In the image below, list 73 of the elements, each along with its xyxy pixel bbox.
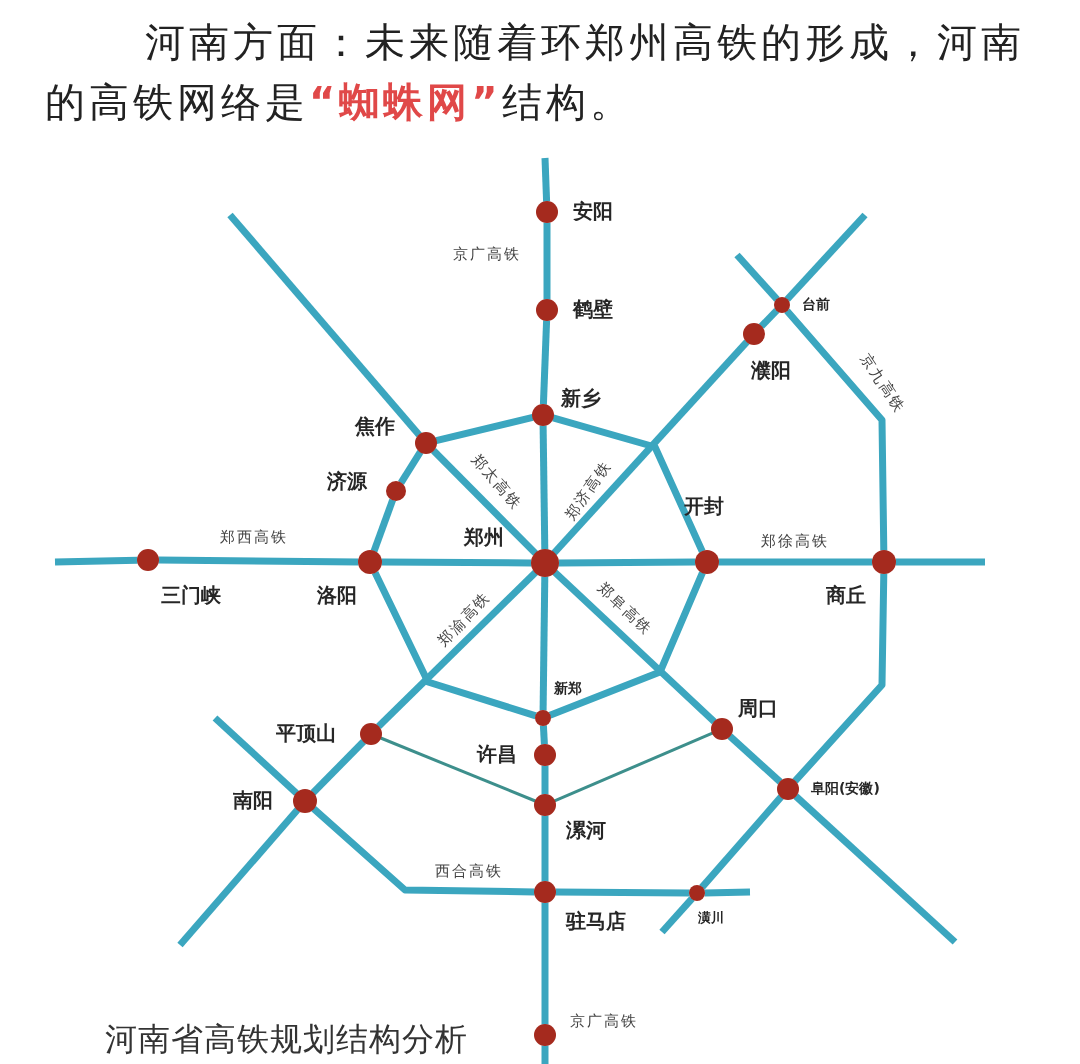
station-name: 焦作 <box>355 414 395 438</box>
rail-line <box>793 793 958 945</box>
station-name: 新郑 <box>554 680 582 697</box>
rail-line <box>54 556 138 566</box>
station-name: 许昌 <box>477 742 517 766</box>
station-name: 平顶山 <box>276 721 336 745</box>
rail-line <box>558 558 696 567</box>
line-name-label: 京广高铁 <box>570 1012 638 1030</box>
line-name-label: 郑西高铁 <box>220 528 288 546</box>
rail-line <box>539 725 548 745</box>
line-name-label: 郑太高铁 <box>467 450 527 514</box>
line-name-label: 郑济高铁 <box>561 457 615 523</box>
rail-line <box>704 888 751 897</box>
rail-line <box>541 902 549 1025</box>
rail-line <box>734 252 780 302</box>
rail-line <box>398 450 424 485</box>
rail-line <box>718 558 873 566</box>
station-name: 南阳 <box>233 788 273 812</box>
station-name: 洛阳 <box>317 583 357 607</box>
rail-line <box>758 307 780 329</box>
line-name-label: 西合高铁 <box>435 862 503 880</box>
rail-line <box>543 222 551 300</box>
line-name-label: 郑阜高铁 <box>594 579 656 639</box>
rail-line <box>380 736 536 803</box>
rail-line <box>311 806 535 896</box>
rail-line <box>381 558 532 567</box>
station-name: 安阳 <box>573 199 613 223</box>
rail-line <box>551 339 750 556</box>
station-name: 台前 <box>802 296 830 313</box>
caption: 河南省高铁规划结构分析 <box>105 1020 468 1058</box>
rail-line <box>430 448 538 556</box>
rail-line <box>370 498 396 553</box>
heading-text: 河南方面：未来随着环郑州高铁的形成，河南的高铁网络是“蜘蛛网”结构。 <box>45 18 1026 127</box>
station-name: 潢川 <box>698 910 724 926</box>
station-name: 驻马店 <box>566 909 626 933</box>
line-name-label: 京九高铁 <box>856 349 910 417</box>
rail-line <box>227 212 422 438</box>
rail-line <box>541 815 549 882</box>
station-name: 郑州 <box>464 525 504 549</box>
station-name: 开封 <box>684 494 724 518</box>
rail-line <box>552 414 706 553</box>
rail-line <box>555 888 690 897</box>
rail-line <box>539 576 549 711</box>
rail-line <box>310 739 367 796</box>
rail-line <box>784 212 868 302</box>
rail-line <box>541 157 551 202</box>
station-name: 漯河 <box>566 818 606 842</box>
rail-line <box>699 794 784 890</box>
rail-line <box>541 1045 549 1064</box>
line-name-label: 京广高铁 <box>453 245 521 263</box>
rail-line <box>554 731 713 803</box>
line-name-label: 郑徐高铁 <box>761 532 829 550</box>
rail-line <box>435 414 534 444</box>
station-name: 济源 <box>327 469 367 493</box>
station-name: 三门峡 <box>161 583 221 607</box>
station-name: 新乡 <box>561 386 601 410</box>
rail-line <box>177 807 301 948</box>
station-name: 濮阳 <box>751 358 791 382</box>
station-dot-icon <box>534 1024 556 1046</box>
station-name: 阜阳(安徽) <box>811 780 880 797</box>
rail-line <box>539 425 549 550</box>
station-name: 周口 <box>738 696 778 720</box>
station-name: 商丘 <box>826 583 866 607</box>
line-name-label: 郑渝高铁 <box>433 588 495 650</box>
rail-line <box>727 733 783 785</box>
rail-line <box>158 556 359 566</box>
station-name: 鹤壁 <box>573 297 613 321</box>
rail-line <box>659 896 695 935</box>
rail-line <box>541 765 549 795</box>
rail-line <box>784 308 888 551</box>
rail-line <box>792 573 888 784</box>
rail-line <box>212 715 299 796</box>
rail-line <box>539 320 551 405</box>
